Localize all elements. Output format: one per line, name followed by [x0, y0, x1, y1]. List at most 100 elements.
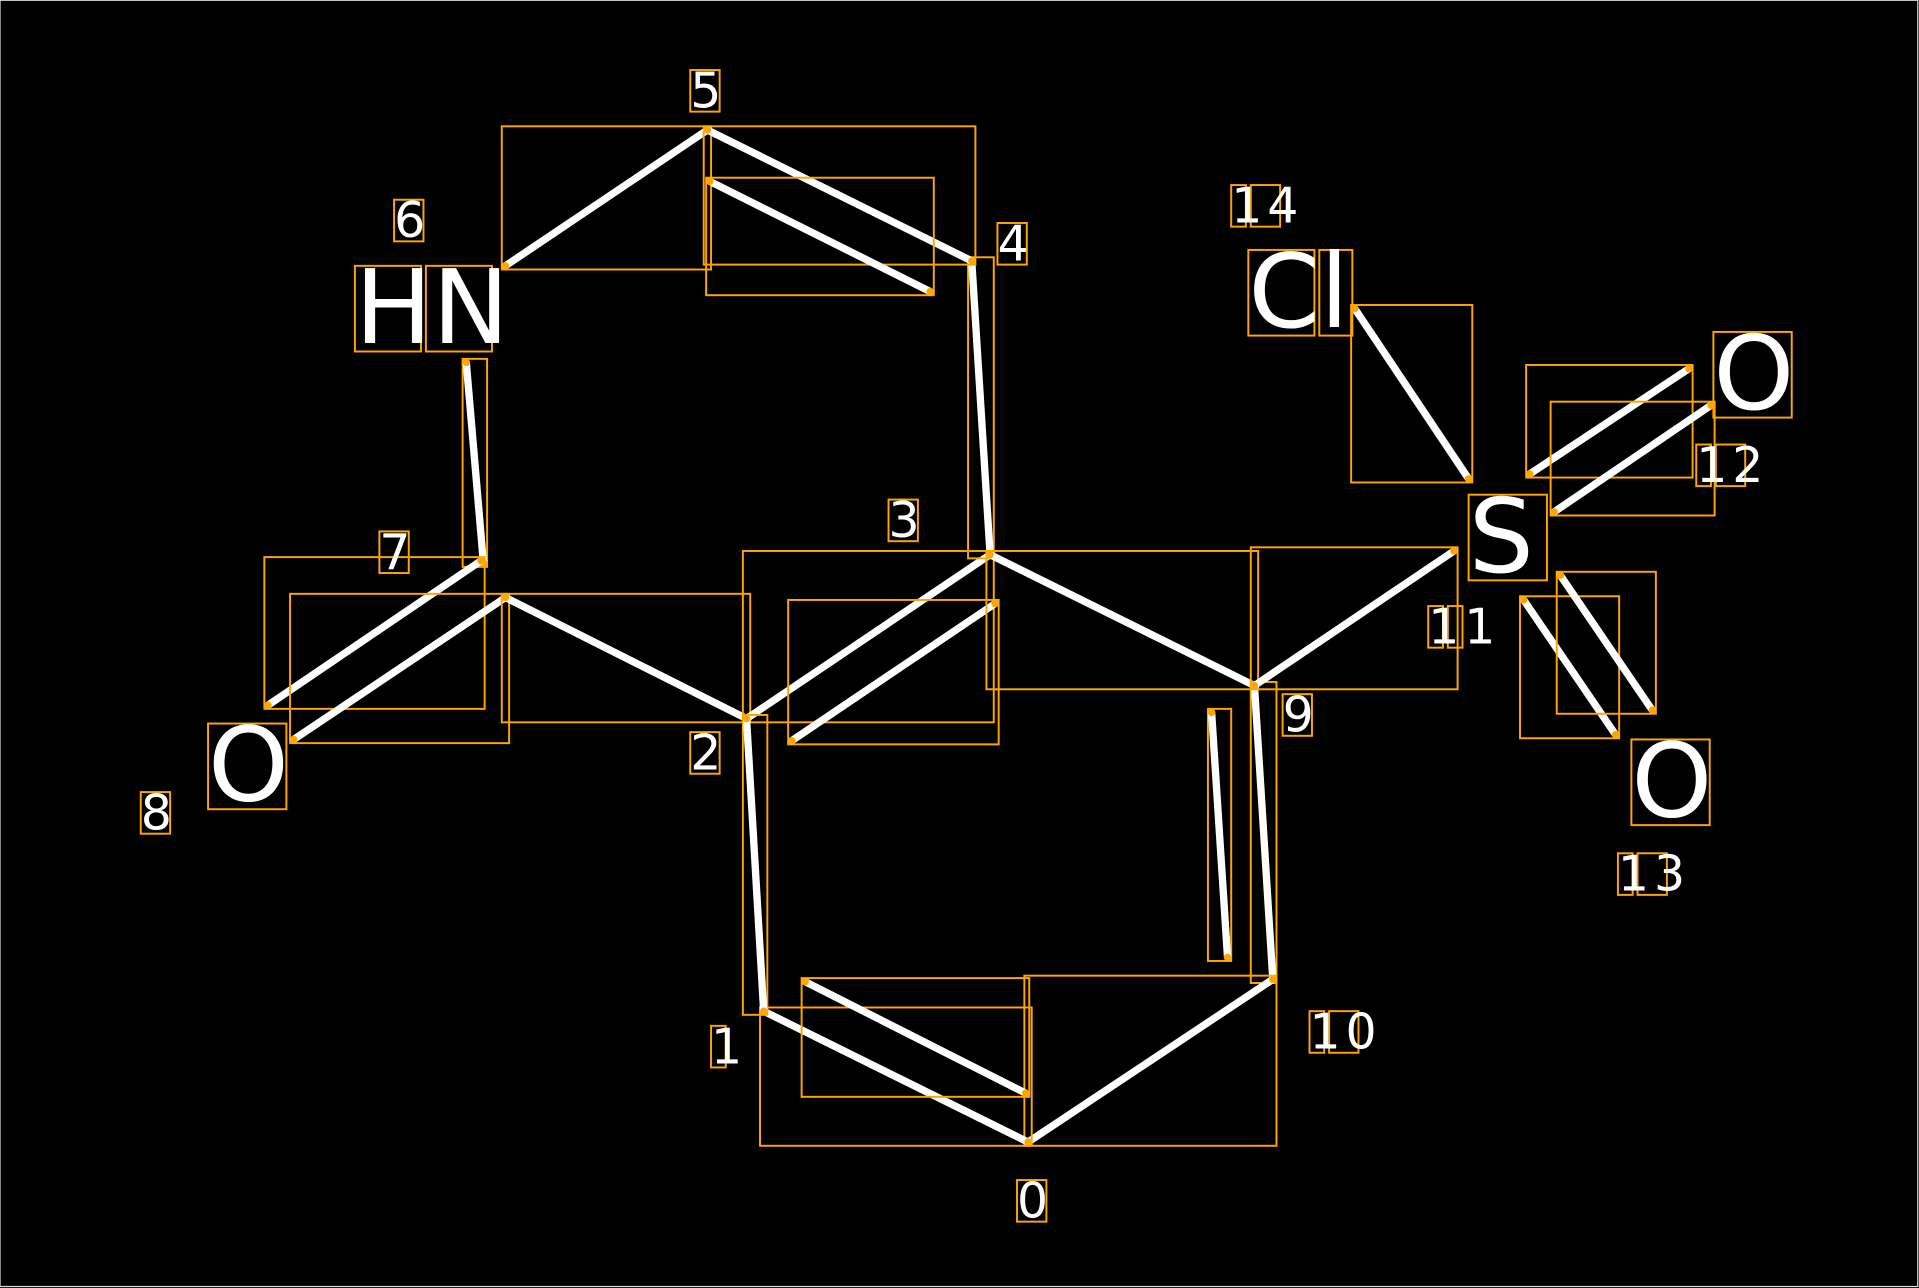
bond-endpoint [290, 735, 298, 744]
bond-endpoint [703, 126, 712, 134]
atom-label-14-text: Cl [1248, 233, 1348, 352]
atom-index-2: 2 [689, 725, 726, 782]
char-bbox [393, 198, 425, 243]
char-bbox [378, 530, 410, 574]
char-bbox [1427, 605, 1444, 649]
bond-endpoint [1464, 475, 1473, 483]
atom-index-9: 9 [1281, 687, 1319, 744]
bond-endpoint [1021, 1089, 1030, 1097]
bond-line [742, 714, 768, 1015]
bond-bbox [741, 550, 995, 724]
char-bbox [424, 264, 493, 353]
bond-endpoint [1550, 508, 1558, 516]
bond-bbox [702, 125, 977, 266]
bond-line [1520, 596, 1620, 739]
bond-endpoint [1685, 364, 1693, 373]
bond-endpoint [264, 701, 272, 709]
atom-label-14: Cl [1247, 233, 1354, 352]
atom-index-0: 0 [1016, 1172, 1053, 1229]
char-bbox [1016, 1179, 1048, 1223]
bond-line [986, 550, 1259, 690]
atom-index-3: 3 [887, 492, 925, 549]
bond-endpoint [1207, 708, 1216, 717]
atom-index-6: 6 [393, 192, 430, 249]
bond-1-2 [741, 714, 769, 1016]
atom-label-11-text: S [1469, 478, 1534, 597]
bond-bbox [1023, 974, 1278, 1147]
bond-endpoint [706, 177, 714, 186]
atom-index-9-text: 9 [1283, 687, 1319, 744]
bond-bbox [500, 125, 713, 271]
atom-index-12: 12 [1695, 437, 1763, 494]
atom-index-3-text: 3 [889, 492, 925, 549]
bond-bbox [787, 598, 1000, 746]
bond-line [706, 177, 934, 296]
bond-bbox [1555, 570, 1657, 715]
char-bbox [1695, 443, 1712, 488]
atom-index-2-text: 2 [690, 725, 726, 782]
char-bbox [1714, 443, 1747, 488]
bond-endpoint [742, 714, 751, 723]
char-bbox [1230, 184, 1247, 228]
bond-7-8 [263, 556, 486, 710]
atom-index-1-text: 1 [711, 1018, 747, 1075]
char-bbox [689, 731, 721, 775]
bond-line [1351, 304, 1473, 483]
bond-bbox [500, 592, 752, 724]
bond-endpoint [501, 593, 510, 602]
atom-index-5: 5 [689, 62, 721, 119]
bond-11-12-double [1549, 400, 1716, 517]
atom-label-13: O [1630, 723, 1712, 842]
char-bbox [1467, 493, 1548, 582]
char-bbox [353, 264, 422, 353]
atom-index-4-text: 4 [997, 215, 1033, 272]
bond-line [1207, 708, 1232, 961]
bond-bbox [985, 550, 1260, 691]
char-bbox [1247, 248, 1316, 337]
atom-index-14: 14 [1230, 178, 1298, 235]
bond-bbox [263, 556, 486, 710]
atom-index-13-text: 13 [1618, 846, 1690, 903]
bond-line [264, 557, 485, 709]
bond-endpoint [1526, 470, 1534, 478]
char-bbox [887, 498, 919, 543]
char-bbox [1249, 184, 1282, 228]
bond-0-1-double [800, 977, 1031, 1098]
bond-line [1250, 547, 1458, 690]
bond-line [788, 599, 999, 745]
atom-label-12: O [1712, 315, 1794, 434]
bond-endpoint [986, 550, 994, 559]
char-bbox [996, 222, 1028, 266]
char-bbox [1446, 605, 1464, 649]
char-bbox [207, 722, 288, 811]
char-bbox [1308, 1010, 1326, 1054]
atom-index-0-text: 0 [1017, 1172, 1053, 1229]
char-bbox [1712, 330, 1793, 419]
bond-bbox [741, 714, 769, 1016]
bond-endpoint [1520, 596, 1528, 604]
bond-9-11 [1249, 546, 1459, 691]
bond-line [501, 126, 712, 270]
bond-4-5-double [705, 176, 935, 297]
bond-endpoint [760, 1007, 768, 1015]
bond-line [703, 126, 976, 265]
atom-label-6-text: HN [355, 249, 509, 368]
bond-endpoint [501, 262, 510, 270]
atom-label-8: O [207, 707, 289, 826]
bond-11-14 [1350, 304, 1474, 484]
atom-index-8: 8 [139, 785, 177, 842]
atom-index-7: 7 [378, 524, 411, 581]
bond-endpoint [926, 287, 934, 296]
bond-bbox [1350, 304, 1474, 484]
atom-label-12-text: O [1713, 315, 1794, 434]
bond-bbox [705, 176, 935, 297]
bond-line [290, 593, 510, 744]
char-bbox [1318, 248, 1354, 337]
bond-line [801, 978, 1030, 1097]
char-bbox [1636, 852, 1668, 896]
atom-index-8-text: 8 [141, 785, 177, 842]
bond-endpoint [1648, 706, 1656, 714]
atom-index-6-text: 6 [394, 192, 430, 249]
